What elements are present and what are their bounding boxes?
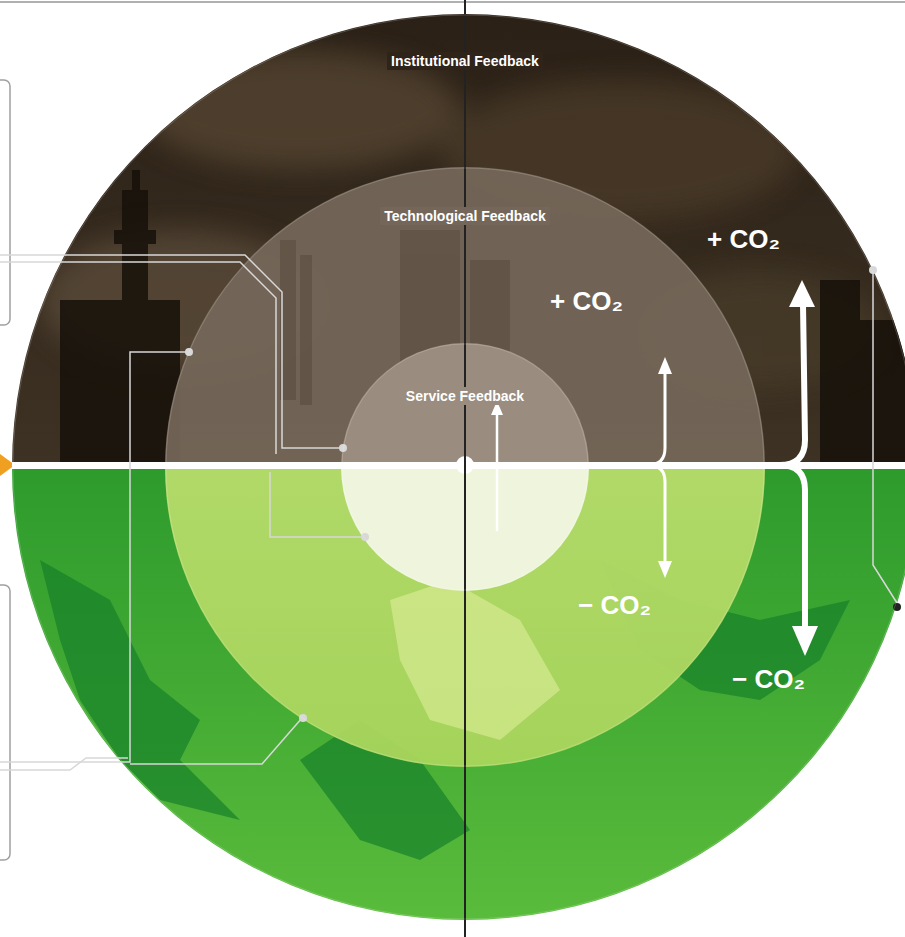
co2-label-holder: − CO₂ xyxy=(732,664,805,695)
ring-title-row: Service Feedback xyxy=(341,387,589,405)
co2-label-holder: − CO₂ xyxy=(578,590,651,621)
ring-outline xyxy=(165,167,765,767)
middle-ring: Technological FeedbackService Feedback xyxy=(165,167,765,767)
callout-box xyxy=(0,80,10,325)
co2-label: + CO₂ xyxy=(707,224,780,255)
co2-label-holder: + CO₂ xyxy=(707,224,780,255)
feedback-arrows xyxy=(497,304,805,628)
inner-ring: Service Feedback xyxy=(341,343,589,591)
ring-title: Service Feedback xyxy=(402,387,528,405)
leader-dots xyxy=(185,266,877,722)
ring-title-row: Institutional Feedback xyxy=(12,52,905,70)
co2-label-holder: + CO₂ xyxy=(550,286,623,317)
ring-title-row: Technological Feedback xyxy=(165,207,765,225)
ring-title: Technological Feedback xyxy=(380,207,550,225)
ring-outline xyxy=(341,343,589,591)
outer-ring: Institutional FeedbackTechnological Feed… xyxy=(12,14,905,920)
arrowheads xyxy=(491,280,818,656)
co2-label: + CO₂ xyxy=(550,286,623,317)
ring-title: Institutional Feedback xyxy=(387,52,543,70)
leader-lines xyxy=(0,255,897,770)
top-rule xyxy=(0,1,905,3)
axis-line xyxy=(464,0,466,937)
callout-box xyxy=(0,585,10,860)
co2-label: − CO₂ xyxy=(732,664,805,695)
co2-label: − CO₂ xyxy=(578,590,651,621)
ring-outline xyxy=(12,14,905,920)
